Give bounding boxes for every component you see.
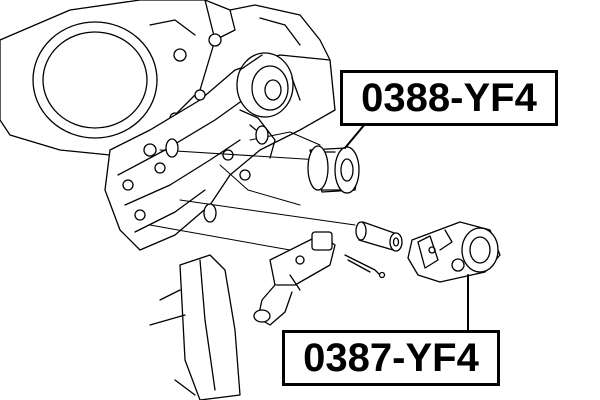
cylinder-bore-ring <box>32 21 158 139</box>
mounted-pulley <box>236 52 301 118</box>
part-number-label-tensioner: 0387-YF4 <box>282 330 500 386</box>
timing-belt-tensioner <box>407 221 501 283</box>
part-number-label-idler-pulley: 0388-YF4 <box>340 70 558 126</box>
retaining-pin <box>344 254 386 279</box>
auto-tensioner-damper <box>253 231 336 326</box>
idler-pulley <box>307 145 360 194</box>
spacer-washers <box>165 125 269 223</box>
lower-bracket <box>149 254 241 400</box>
tensioner-sleeve <box>355 221 403 252</box>
